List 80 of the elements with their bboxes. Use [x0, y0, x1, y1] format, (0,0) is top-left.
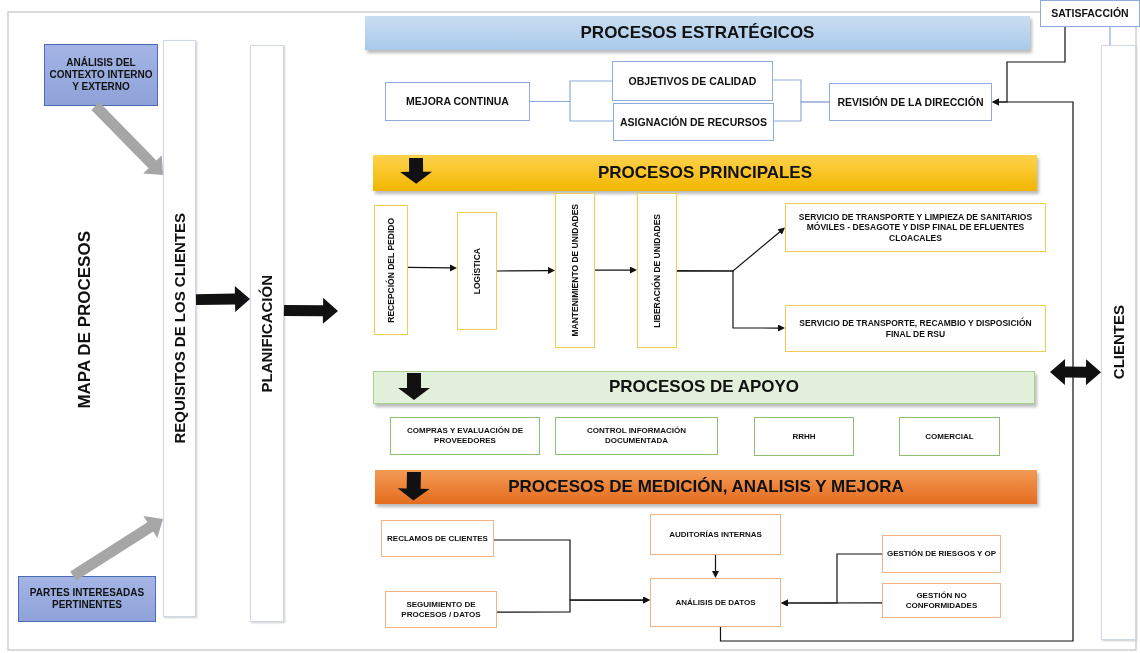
vertical-bar — [1101, 45, 1136, 640]
box-label: CLIENTES — [1109, 305, 1128, 380]
arrow — [676, 270, 785, 332]
box-label: CONTROL INFORMACIÓN DOCUMENTADA — [586, 426, 687, 446]
process-box — [374, 205, 408, 335]
arrow — [719, 98, 1074, 642]
process-box — [385, 82, 530, 121]
connector-line — [529, 100, 614, 122]
block-arrow — [398, 373, 430, 400]
box-label: RECEPCIÓN DEL PEDIDO — [385, 217, 397, 323]
block-arrow — [1050, 359, 1101, 386]
box-label: REVISIÓN DE LA DIRECCIÓN — [837, 95, 984, 109]
block-arrow — [195, 286, 250, 313]
process-box — [785, 305, 1046, 352]
box-label: SATISFACCIÓN — [1051, 7, 1129, 20]
process-box — [882, 535, 1001, 573]
process-box — [385, 591, 497, 628]
box-label: ANÁLISIS DEL CONTEXTO INTERNO Y EXTERNO — [49, 57, 153, 93]
process-box — [457, 212, 497, 330]
connector-line — [773, 101, 830, 122]
box-label: SERVICIO DE TRANSPORTE, RECAMBIO Y DISPOSICIÓN FINAL DE RSU — [798, 318, 1033, 339]
vertical-bar — [250, 45, 284, 622]
box-label: LOGÍSTICA — [471, 247, 483, 295]
box-label: SEGUIMIENTO DE PROCESOS / DATOS — [400, 599, 482, 620]
connector-line — [1109, 26, 1111, 46]
box-label: RRHH — [792, 431, 816, 442]
process-box — [555, 193, 595, 348]
arrow — [407, 264, 457, 272]
block-arrow — [70, 516, 163, 581]
arrow — [496, 596, 650, 613]
box-label: AUDITORÍAS INTERNAS — [669, 529, 762, 540]
box-label: ASIGNACIÓN DE RECURSOS — [620, 115, 767, 129]
box-label: GESTIÓN DE RIESGOS Y OP — [886, 549, 997, 559]
process-box — [754, 417, 854, 456]
process-box — [1040, 0, 1140, 27]
box-label: LIBERACIÓN DE UNIDADES — [651, 213, 663, 328]
box-label: PARTES INTERESADAS PERTINENTES — [28, 587, 146, 611]
arrow — [496, 267, 555, 275]
process-box — [381, 520, 494, 557]
process-box — [650, 578, 781, 627]
process-box — [650, 514, 781, 555]
vertical-title: MAPA DE PROCESOS — [75, 231, 95, 409]
process-band — [375, 470, 1037, 504]
box-label: PROCESOS DE APOYO — [608, 377, 800, 398]
box-label: SERVICIO DE TRANSPORTE Y LIMPIEZA DE SANITARIOS MÓVILES - DESAGOTE Y DISP FINAL DE EFLUENTES CLOACALES — [797, 212, 1034, 243]
process-box — [637, 193, 677, 348]
process-box — [555, 417, 718, 455]
arrow — [712, 554, 719, 578]
stakeholder-box — [18, 576, 156, 622]
box-label: GESTIÓN NO CONFORMIDADES — [904, 590, 979, 611]
box-label: MEJORA CONTINUA — [406, 95, 509, 108]
box-label: PROCESOS ESTRATÉGICOS — [580, 22, 815, 44]
process-box — [612, 61, 773, 101]
box-label: PROCESOS DE MEDICIÓN, ANALISIS Y MEJORA — [508, 476, 904, 498]
box-label: COMPRAS Y EVALUACIÓN DE PROVEEDORES — [406, 426, 524, 446]
box-label: RECLAMOS DE CLIENTES — [387, 533, 488, 544]
arrow — [781, 599, 883, 607]
block-arrow — [283, 297, 338, 324]
process-box — [785, 203, 1046, 252]
process-band — [373, 155, 1037, 191]
arrow — [594, 266, 637, 274]
process-box — [899, 417, 1000, 456]
context-box — [44, 44, 158, 106]
box-label: OBJETIVOS DE CALIDAD — [628, 74, 757, 88]
process-box — [390, 417, 540, 455]
block-arrow — [397, 471, 430, 501]
block-arrow — [91, 102, 163, 175]
block-arrow — [400, 158, 433, 184]
vertical-bar — [163, 40, 196, 617]
box-label: PLANIFICACIÓN — [258, 274, 276, 393]
process-box — [613, 103, 774, 141]
box-label: ANÁLISIS DE DATOS — [675, 597, 756, 608]
box-label: PROCESOS PRINCIPALES — [597, 162, 813, 184]
process-band — [365, 16, 1030, 50]
box-label: MANTENIMIENTO DE UNIDADES — [569, 204, 581, 337]
box-label: COMERCIAL — [925, 431, 974, 442]
box-label: REQUISITOS DE LOS CLIENTES — [170, 213, 189, 444]
process-box — [882, 583, 1001, 618]
process-band — [373, 371, 1035, 404]
process-box — [829, 83, 992, 121]
